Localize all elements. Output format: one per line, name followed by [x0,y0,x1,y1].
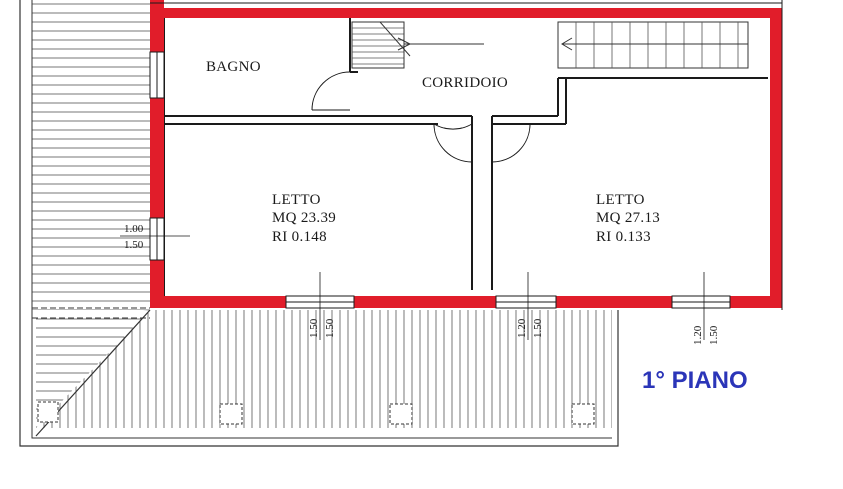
room-label-letto-left: LETTO [272,192,321,208]
room-label-bagno: BAGNO [206,59,261,75]
roof-outline [19,0,619,447]
top-structure [150,0,783,310]
roof [19,0,619,447]
dim-window-2-height: 1.50 [532,318,544,338]
floor-area [150,0,782,308]
chimney [219,403,243,425]
roof-bottom-hatch-left [36,310,150,428]
chimney [389,403,413,425]
dimension-lines [120,235,705,340]
room-label-letto-right: LETTO [596,192,645,208]
dim-left-window-width: 1.00 [124,223,144,235]
dim-window-2-width: 1.20 [516,318,528,338]
roof-inner-line [31,0,612,439]
exterior-walls [150,0,782,308]
room-ri-letto-right: RI 0.133 [596,229,651,245]
dim-window-1-width: 1.50 [308,318,320,338]
room-area-letto-left: MQ 23.39 [272,210,336,226]
dim-window-3-height: 1.50 [708,325,720,345]
floor-label: 1° PIANO [642,367,748,394]
roof-left-hatch [32,0,150,310]
chimney [37,401,59,423]
room-label-corridoio: CORRIDOIO [422,75,508,91]
room-area-letto-right: MQ 27.13 [596,210,660,226]
dim-window-1-height: 1.50 [324,318,336,338]
doors [311,71,531,163]
room-ri-letto-left: RI 0.148 [272,229,327,245]
dim-window-3-width: 1.20 [692,325,704,345]
chimney [571,403,595,425]
stairs [351,21,749,69]
roof-bottom-hatch [36,310,612,428]
windows [149,51,731,309]
dim-left-window-height: 1.50 [124,239,144,251]
